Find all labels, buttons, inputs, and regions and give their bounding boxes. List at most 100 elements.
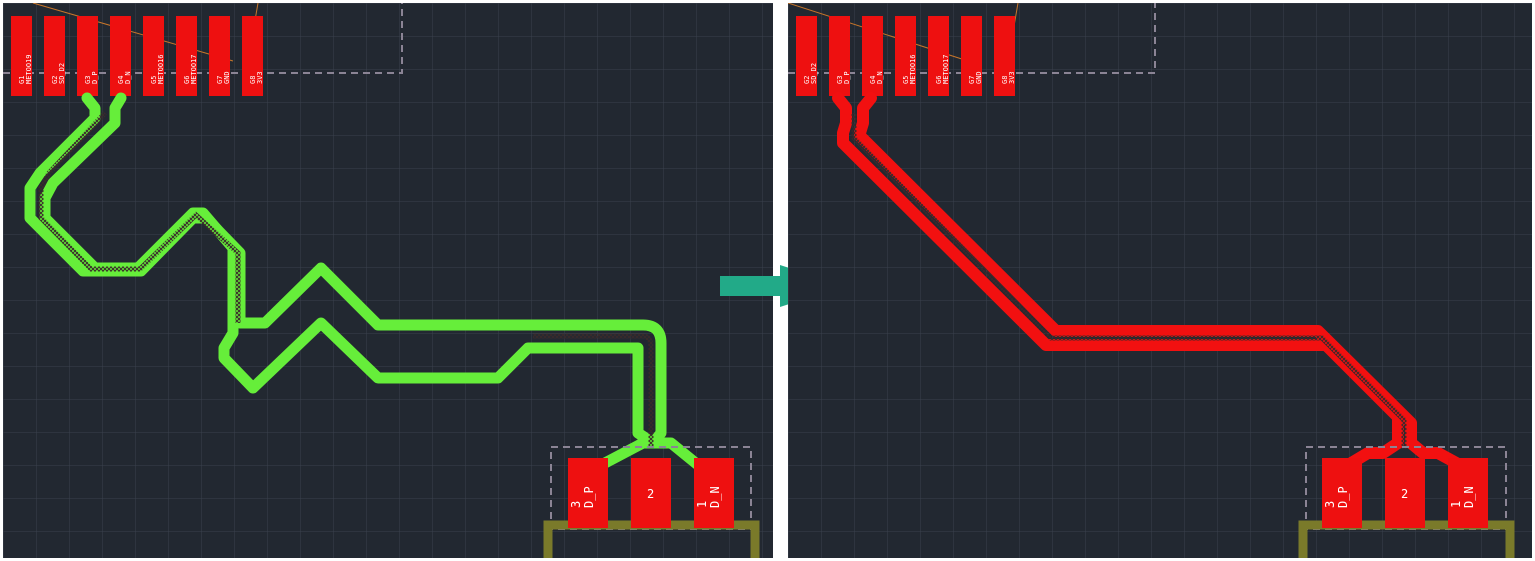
pad-net: SD_D2 (58, 63, 66, 84)
pad-number: G8 (249, 76, 257, 84)
svg-text:G7GND: G7GND (216, 71, 231, 84)
svg-text:G6METOO17: G6METOO17 (935, 54, 950, 84)
pad-net: METOO19 (25, 54, 33, 84)
usb-keepout (1305, 446, 1507, 530)
before-routing-panel: G1METOO19 G2SD_D2 G3D_P G4D_N G5METOO16 … (3, 3, 773, 558)
connector-pad[interactable]: G83V3 (994, 16, 1016, 96)
pad-net: D_N (124, 71, 132, 84)
connector-keepout (3, 3, 403, 74)
pad-net: D_N (876, 71, 884, 84)
pad-net: METOO17 (942, 54, 950, 84)
usb-pad[interactable]: 3D_P (568, 458, 608, 528)
pad-number: G4 (117, 76, 125, 84)
pad-number: G3 (836, 76, 844, 84)
pad-net: METOO16 (157, 54, 165, 84)
connector-pad[interactable]: G5METOO16 (143, 16, 165, 96)
svg-text:G2SD_D2: G2SD_D2 (803, 63, 818, 84)
connector-pads: G2SD_D2 G3D_P G4D_N G5METOO16 G6METOO17 … (796, 16, 1016, 96)
pad-number: G2 (803, 76, 811, 84)
connector-pad[interactable]: G4D_N (110, 16, 132, 96)
svg-text:G4D_N: G4D_N (869, 71, 884, 84)
usb-pad[interactable]: 1D_N (694, 458, 734, 528)
svg-text:G6METOO17: G6METOO17 (183, 54, 198, 84)
pad-net: D_P (582, 486, 596, 508)
svg-text:G1METOO19: G1METOO19 (18, 54, 33, 84)
pad-number: G2 (51, 76, 59, 84)
pcb-canvas-after[interactable]: G2SD_D2 G3D_P G4D_N G5METOO16 G6METOO17 … (788, 3, 1532, 558)
svg-text:G4D_N: G4D_N (117, 71, 132, 84)
connector-pad[interactable]: G2SD_D2 (796, 16, 818, 96)
pad-number: 2 (1401, 487, 1408, 501)
connector-pad[interactable]: G5METOO16 (895, 16, 917, 96)
pad-number: 1 (1449, 501, 1463, 508)
pad-number: G7 (216, 76, 224, 84)
connector-pad[interactable]: G4D_N (862, 16, 884, 96)
svg-text:G5METOO16: G5METOO16 (150, 54, 165, 84)
trace-d-n[interactable] (39, 92, 704, 471)
pad-number: G7 (968, 76, 976, 84)
diff-pair-traces-before[interactable] (24, 92, 704, 471)
connector-pad[interactable]: G6METOO17 (176, 16, 198, 96)
pad-net: 3V3 (256, 71, 264, 84)
after-routing-panel: G2SD_D2 G3D_P G4D_N G5METOO16 G6METOO17 … (788, 3, 1532, 558)
svg-text:1D_N: 1D_N (695, 486, 722, 508)
svg-text:G7GND: G7GND (968, 71, 983, 84)
pad-number: G1 (18, 76, 26, 84)
connector-pad[interactable]: G2SD_D2 (44, 16, 66, 96)
pad-net: METOO17 (190, 54, 198, 84)
usb-pads: 3D_P 2 1D_N (568, 458, 734, 528)
svg-text:G2SD_D2: G2SD_D2 (51, 63, 66, 84)
coupled-region-hatch (38, 111, 654, 448)
pad-net: 3V3 (1008, 71, 1016, 84)
usb-keepout (550, 446, 752, 530)
pad-number: G4 (869, 76, 877, 84)
svg-text:G83V3: G83V3 (249, 71, 264, 84)
usb-pad[interactable]: 2 (1385, 458, 1425, 528)
pad-net: SD_D2 (810, 63, 818, 84)
connector-pads: G1METOO19 G2SD_D2 G3D_P G4D_N G5METOO16 … (11, 16, 264, 96)
diff-pair-traces-after[interactable] (832, 92, 1466, 471)
trace-d-p[interactable] (832, 92, 1404, 471)
pad-net: METOO16 (909, 54, 917, 84)
connector-pad[interactable]: G3D_P (829, 16, 851, 96)
pad-number: G6 (183, 76, 191, 84)
svg-text:G3D_P: G3D_P (84, 71, 99, 84)
pad-number: G6 (935, 76, 943, 84)
pad-number: G3 (84, 76, 92, 84)
pad-net: GND (975, 71, 983, 84)
pad-number: G8 (1001, 76, 1009, 84)
trace-d-n[interactable] (854, 92, 1466, 471)
pad-number: 3 (569, 501, 583, 508)
pad-net: D_P (843, 71, 851, 84)
connector-pad[interactable]: G83V3 (242, 16, 264, 96)
usb-pads: 3D_P 2 1D_N (1322, 458, 1488, 528)
svg-text:G3D_P: G3D_P (836, 71, 851, 84)
pad-net: D_P (1336, 486, 1350, 508)
svg-text:3D_P: 3D_P (1323, 486, 1350, 508)
pad-number: 1 (695, 501, 709, 508)
svg-text:G5METOO16: G5METOO16 (902, 54, 917, 84)
usb-pad[interactable]: 3D_P (1322, 458, 1362, 528)
pad-net: D_N (708, 486, 722, 508)
usb-pad[interactable]: 1D_N (1448, 458, 1488, 528)
pad-net: D_P (91, 71, 99, 84)
ratsnest-line (32, 3, 234, 62)
connector-pad[interactable]: G7GND (209, 16, 231, 96)
pad-net: GND (223, 71, 231, 84)
usb-pad[interactable]: 2 (631, 458, 671, 528)
pad-number: G5 (150, 76, 158, 84)
pcb-canvas-before[interactable]: G1METOO19 G2SD_D2 G3D_P G4D_N G5METOO16 … (3, 3, 773, 558)
connector-pad[interactable]: G3D_P (77, 16, 99, 96)
trace-d-p[interactable] (24, 92, 667, 469)
svg-text:G83V3: G83V3 (1001, 71, 1016, 84)
pad-number: G5 (902, 76, 910, 84)
connector-pad[interactable]: G7GND (961, 16, 983, 96)
pad-number: 2 (647, 487, 654, 501)
pad-number: 3 (1323, 501, 1337, 508)
connector-pad[interactable]: G1METOO19 (11, 16, 33, 96)
pad-net: D_N (1462, 486, 1476, 508)
connector-pad[interactable]: G6METOO17 (928, 16, 950, 96)
coupled-region-hatch (851, 113, 1407, 449)
svg-text:3D_P: 3D_P (569, 486, 596, 508)
svg-text:1D_N: 1D_N (1449, 486, 1476, 508)
